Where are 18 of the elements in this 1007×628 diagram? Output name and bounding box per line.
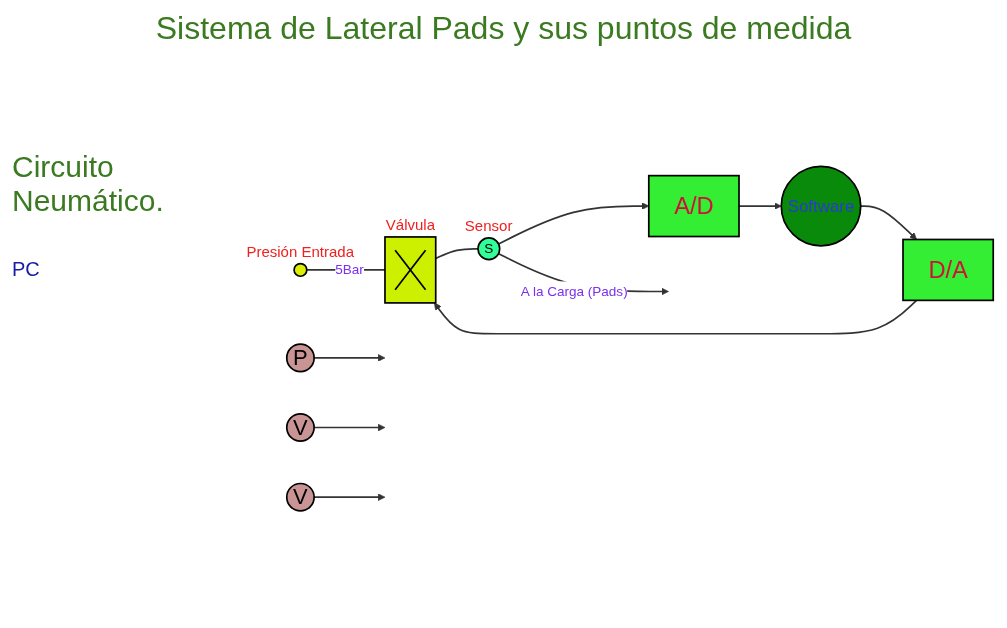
node-circle: P xyxy=(285,343,315,373)
arrow xyxy=(434,299,918,335)
node-circle: Software xyxy=(780,165,862,247)
edge-label: 5Bar xyxy=(335,262,364,277)
section-heading: Circuito Neumático. xyxy=(12,150,165,218)
region-label: PC xyxy=(12,258,40,281)
component-label: Válvula xyxy=(385,215,436,233)
node-box xyxy=(384,236,437,304)
node-box: D/A xyxy=(902,238,995,302)
node-circle xyxy=(293,262,308,278)
component-label: Presión Entrada xyxy=(246,242,354,260)
node-circle: V xyxy=(285,482,315,512)
component-label: Sensor xyxy=(464,216,513,234)
diagram-title: Sistema de Lateral Pads y sus puntos de medida xyxy=(154,10,853,47)
node-box: A/D xyxy=(647,174,740,238)
node-circle: S xyxy=(477,237,501,261)
edge-label: A la Carga (Pads) xyxy=(520,283,628,299)
node-circle: V xyxy=(285,413,315,443)
